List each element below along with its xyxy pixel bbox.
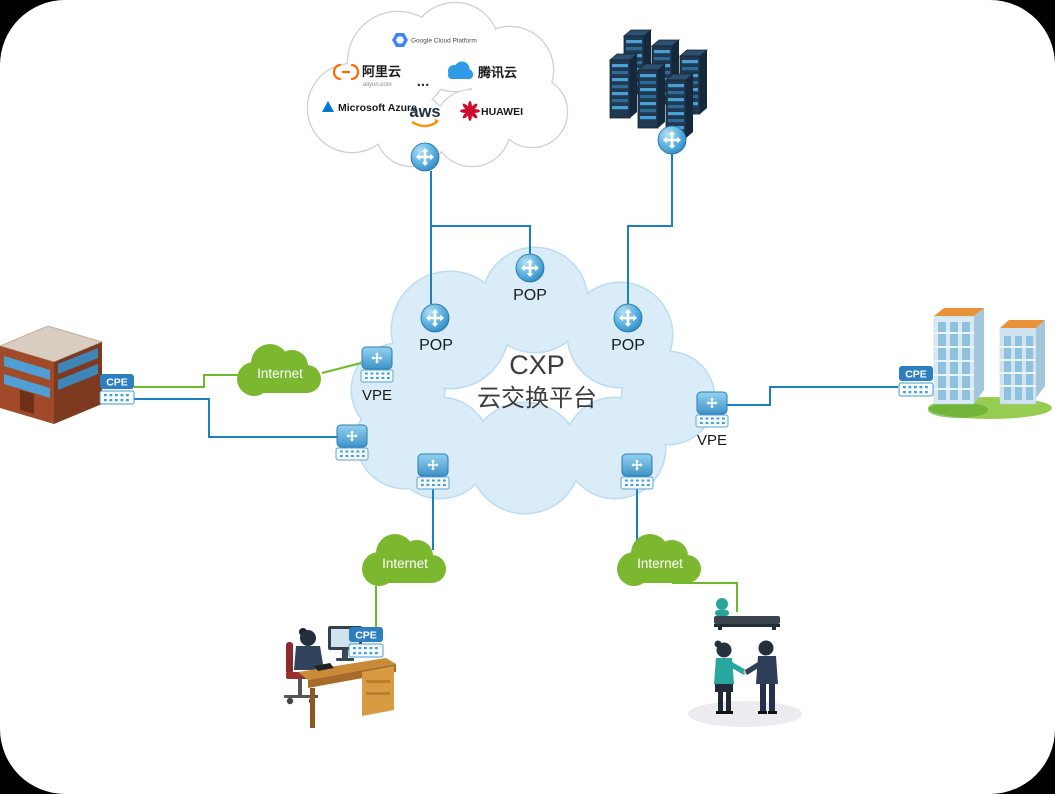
edge-switch-bottom-right-icon	[621, 454, 653, 489]
office-building-left	[0, 325, 104, 424]
internet-label-bottom-left: Internet	[382, 556, 428, 571]
cpe-label-desk: CPE	[355, 630, 377, 642]
pop-label-top: POP	[513, 287, 547, 304]
pop-router-top-icon	[516, 254, 544, 282]
internet-label-left: Internet	[257, 366, 303, 381]
cpe-badge	[349, 627, 383, 642]
handshake-scene	[688, 598, 802, 727]
alibaba-sublabel: aliyun.com	[363, 82, 392, 88]
aws-smile-arrow	[434, 118, 439, 125]
tencent-label: 腾讯云	[477, 65, 517, 80]
cpe-node-left: CPE	[99, 374, 135, 405]
more-providers-ellipsis: ...	[417, 73, 430, 90]
aws-label: aws	[409, 103, 440, 121]
edge-switch-lower-left-icon	[336, 425, 368, 460]
line-branch-to-pop-top	[431, 225, 531, 254]
cpe-node-right: CPE	[898, 366, 934, 397]
cpe-node-desk: CPE	[348, 627, 384, 658]
cpe-badge	[100, 374, 134, 389]
cpe-device-icon	[348, 643, 384, 658]
internet-cloud-left: Internet	[237, 344, 321, 396]
azure-logo: Microsoft Azure	[322, 101, 417, 114]
alibaba-label: 阿里云	[362, 64, 401, 79]
google-cloud-label: Google Cloud Platform	[411, 38, 477, 45]
line-cpe-left-to-edge-switch	[134, 398, 337, 438]
huawei-logo: HUAWEI	[460, 101, 523, 121]
cpe-badge	[899, 366, 933, 381]
line-internet-br-to-handshake	[672, 582, 738, 612]
line-cpe-left-to-internet	[134, 374, 240, 388]
google-cloud-icon	[392, 33, 408, 47]
aws-smile-icon	[411, 121, 438, 128]
line-internet-left-to-vpe	[321, 362, 362, 374]
pop-label-right: POP	[611, 337, 645, 354]
pop-router-left-icon	[421, 304, 449, 332]
vpe-label-left: VPE	[362, 387, 392, 404]
cpe-device-icon	[898, 382, 934, 397]
network-device-bar	[714, 616, 780, 624]
alibaba-cloud-logo: 阿里云 aliyun.com	[332, 63, 401, 88]
edge-switch-bottom-left-icon	[417, 454, 449, 489]
cpe-label-left: CPE	[106, 377, 128, 389]
huawei-icon	[460, 101, 480, 121]
internet-label-bottom-right: Internet	[637, 556, 683, 571]
alibaba-cloud-icon	[332, 63, 360, 81]
cpe-label-right: CPE	[905, 369, 927, 381]
person-indicator-icon	[716, 598, 728, 610]
workstation-scene	[284, 626, 396, 728]
aws-logo: aws	[409, 103, 441, 128]
cxp-title: CXP	[509, 350, 565, 380]
internet-cloud-bottom-right: Internet	[617, 534, 701, 586]
cpe-device-icon	[99, 390, 135, 405]
public-cloud-router-icon	[411, 143, 439, 171]
tencent-cloud-logo: 腾讯云	[448, 61, 517, 80]
vpe-switch-right-icon	[696, 392, 728, 427]
office-towers-right	[928, 308, 1052, 419]
pop-label-left: POP	[419, 337, 453, 354]
public-cloud: Google Cloud Platform 阿里云 aliyun.com ...…	[306, 1, 569, 168]
tencent-cloud-icon	[448, 61, 473, 79]
cxp-subtitle: 云交换平台	[477, 385, 597, 412]
cxp-cloud: CXP 云交换平台	[350, 246, 716, 515]
azure-label: Microsoft Azure	[338, 102, 417, 114]
azure-icon	[322, 101, 334, 112]
vpe-switch-left-icon	[361, 347, 393, 382]
line-datacenter-to-pop-right	[627, 154, 673, 304]
datacenter-router-icon	[658, 126, 686, 154]
huawei-label: HUAWEI	[481, 106, 523, 118]
vpe-label-right: VPE	[697, 432, 727, 449]
internet-cloud-bottom-left: Internet	[362, 534, 446, 586]
pop-router-right-icon	[614, 304, 642, 332]
google-cloud-logo: Google Cloud Platform	[392, 33, 477, 47]
line-vpe-right-to-cpe-right	[727, 386, 898, 406]
